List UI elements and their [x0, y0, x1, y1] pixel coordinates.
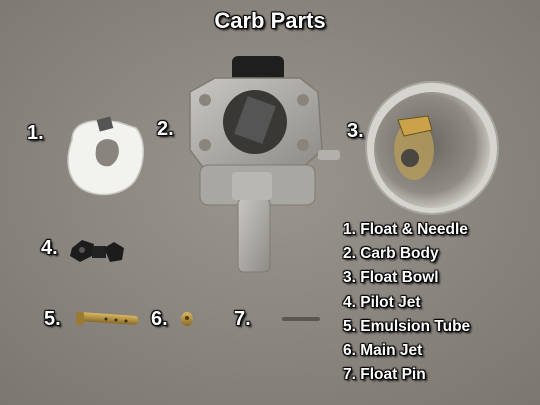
emulsion-tube-part	[76, 312, 139, 325]
legend-item: 4. Pilot Jet	[343, 293, 421, 311]
legend-item: 7. Float Pin	[343, 366, 426, 384]
part-number-3: 3.	[347, 120, 364, 142]
part-number-5: 5.	[44, 308, 61, 330]
pilot-jet-part	[70, 240, 124, 262]
legend-item: 5. Emulsion Tube	[343, 317, 471, 335]
float-pin-part	[282, 317, 320, 321]
parts-legend: 1. Float & Needle 2. Carb Body 3. Float …	[343, 218, 470, 387]
part-number-4: 4.	[41, 237, 58, 259]
legend-item: 2. Carb Body	[343, 245, 439, 263]
part-number-2: 2.	[157, 118, 174, 140]
legend-item: 3. Float Bowl	[343, 269, 439, 287]
float-and-needle-part	[67, 116, 144, 196]
main-jet-part	[181, 312, 193, 326]
page-title: Carb Parts	[214, 8, 326, 33]
float-bowl-part	[365, 81, 499, 215]
part-number-7: 7.	[234, 308, 251, 330]
carb-body-part	[189, 56, 340, 273]
legend-item: 6. Main Jet	[343, 342, 423, 360]
legend-item: 1. Float & Needle	[343, 221, 468, 238]
part-number-1: 1.	[27, 122, 44, 144]
part-number-6: 6.	[151, 308, 168, 330]
